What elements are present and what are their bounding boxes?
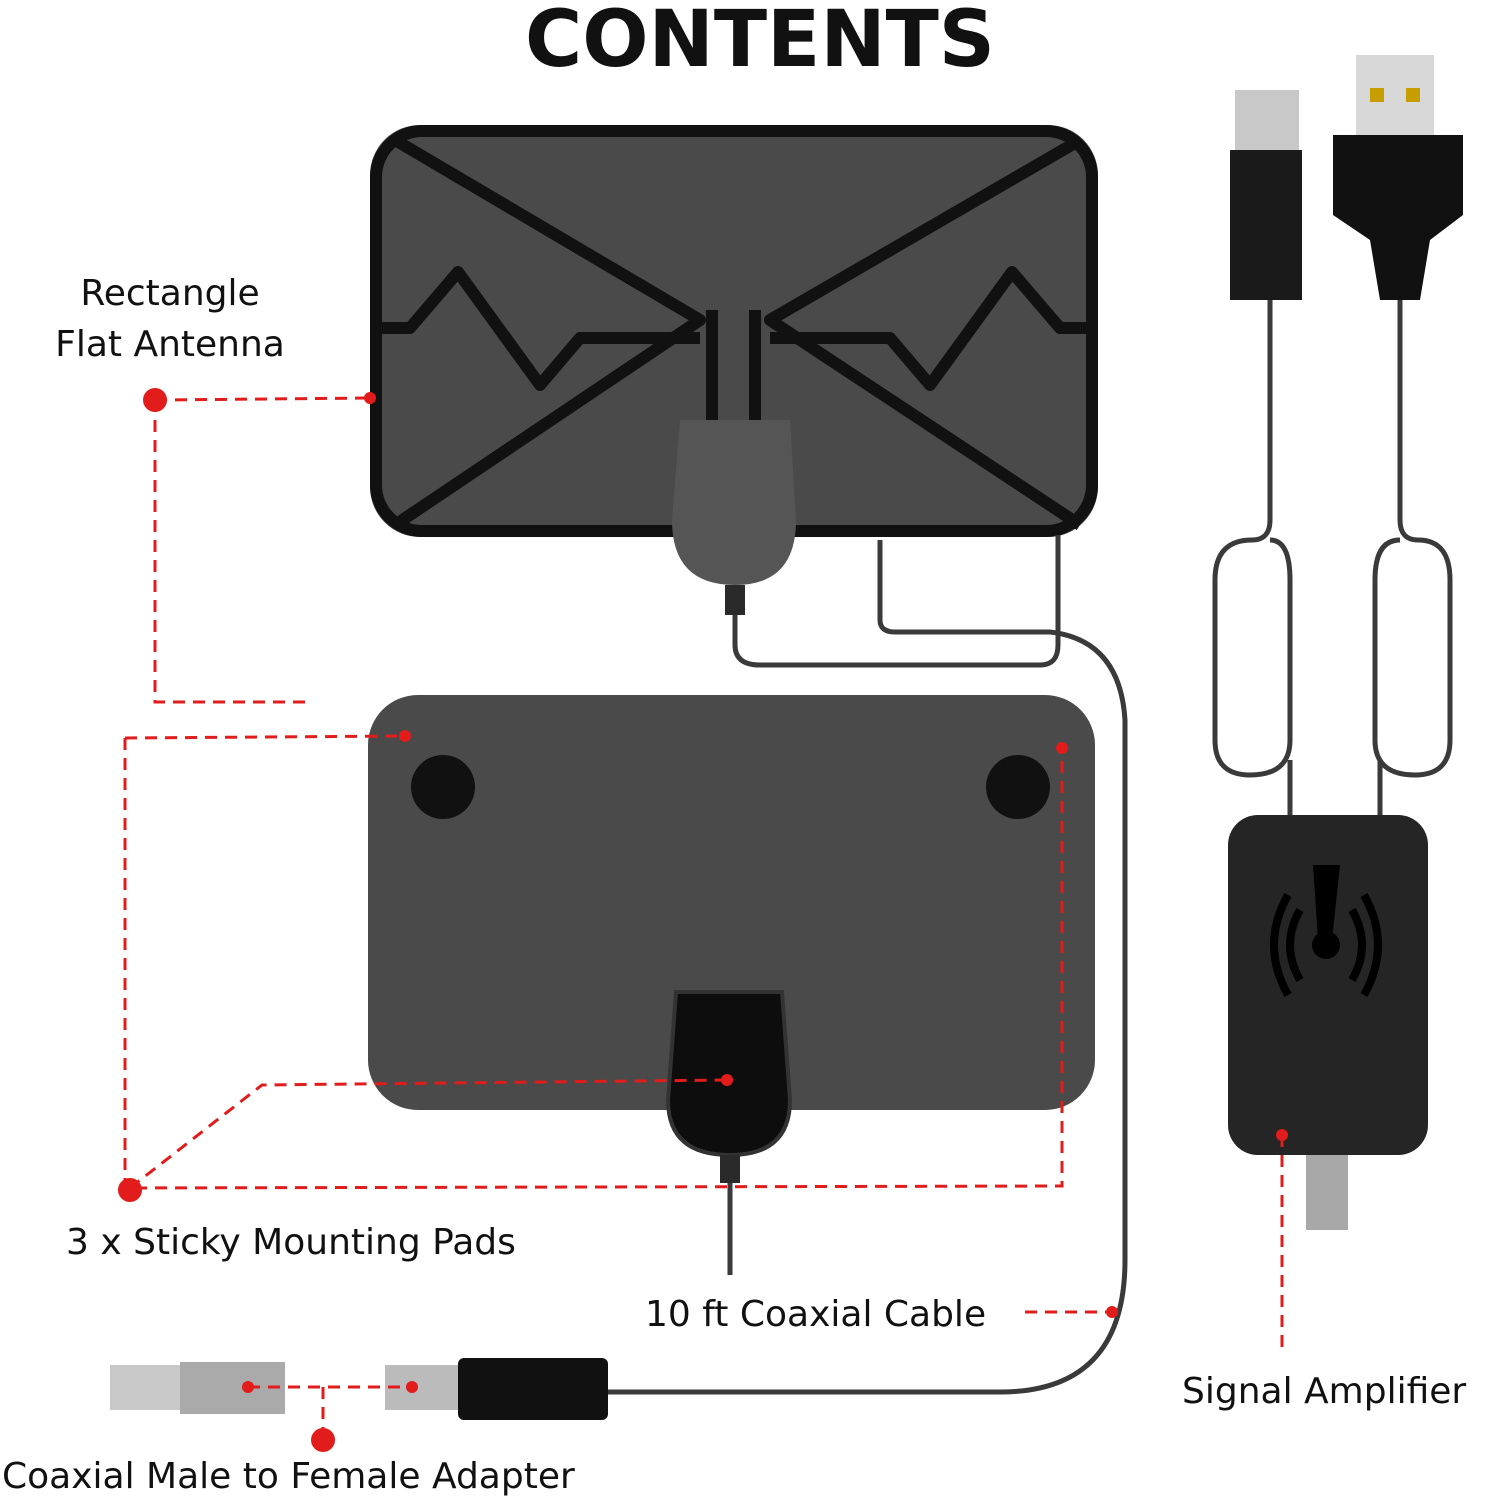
coaxial-cable bbox=[600, 535, 1128, 1395]
coaxial-adapter bbox=[110, 1362, 285, 1414]
callout-lines bbox=[118, 388, 1288, 1452]
antenna-label-line2: Flat Antenna bbox=[55, 324, 285, 365]
flat-antenna-front bbox=[370, 125, 1098, 615]
page-title: CONTENTS bbox=[525, 0, 995, 85]
coaxial-connector bbox=[385, 1358, 608, 1420]
adapter-label: Coaxial Male to Female Adapter bbox=[2, 1456, 575, 1497]
pads-label: 3 x Sticky Mounting Pads bbox=[66, 1222, 516, 1263]
signal-amplifier bbox=[1212, 55, 1463, 1230]
cable-label: 10 ft Coaxial Cable bbox=[645, 1294, 986, 1335]
amplifier-label: Signal Amplifier bbox=[1182, 1371, 1466, 1412]
mounting-pad bbox=[411, 755, 475, 819]
mounting-pad bbox=[986, 755, 1050, 819]
antenna-label-line1: Rectangle bbox=[80, 273, 259, 314]
flat-antenna-back bbox=[368, 695, 1095, 1275]
